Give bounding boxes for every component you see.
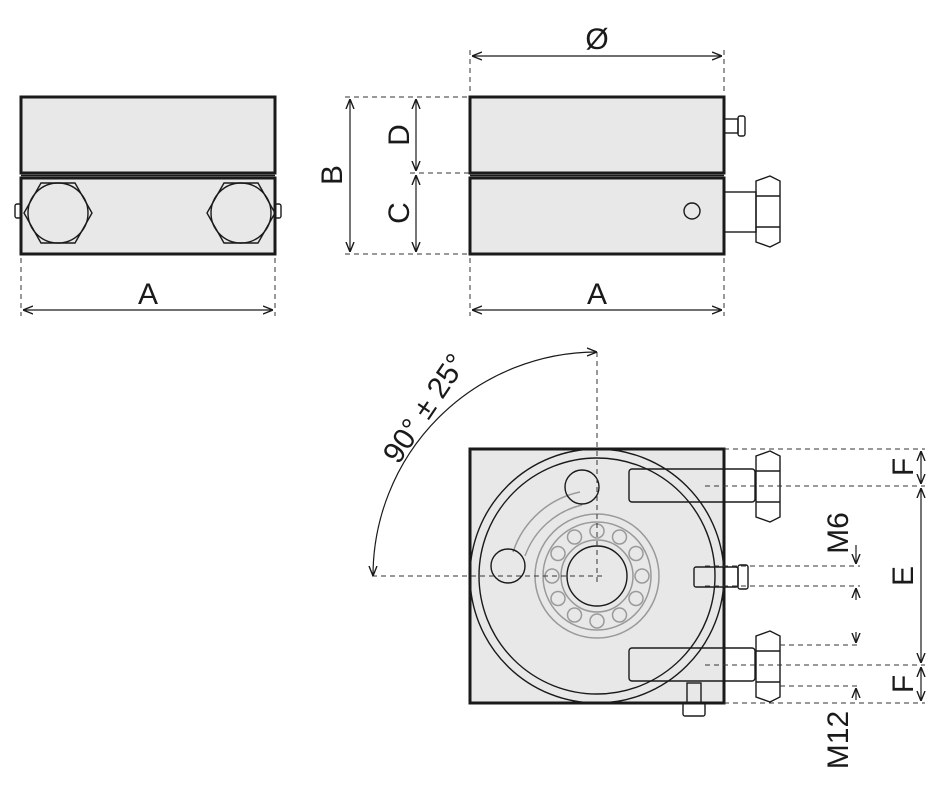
label-e: E	[887, 566, 920, 586]
top-view: 90° ± 25° F E F M6 M12	[372, 348, 925, 769]
dim-arc-angle	[373, 352, 597, 576]
front-bolt-right	[206, 182, 276, 244]
label-f-top: F	[887, 458, 920, 476]
label-a-right: A	[587, 278, 607, 311]
side-bottom-block	[468, 176, 726, 256]
front-right-pin	[274, 203, 282, 219]
side-hole	[683, 202, 701, 220]
label-d: D	[383, 124, 416, 146]
top-m6-fitting	[693, 564, 749, 590]
label-m6: M6	[822, 512, 855, 554]
label-diameter: Ø	[585, 23, 608, 56]
front-bolt-left	[23, 182, 93, 244]
front-left-pin	[14, 203, 22, 219]
side-top-plate	[468, 95, 726, 175]
label-angle: 90° ± 25°	[377, 348, 474, 469]
label-c: C	[383, 202, 416, 224]
top-bottom-pin	[682, 682, 706, 717]
side-grease-nipple	[723, 115, 746, 137]
front-view: A	[14, 95, 282, 316]
label-a-left: A	[138, 278, 158, 311]
side-view: Ø A B D C	[316, 23, 781, 316]
front-top-plate	[19, 95, 277, 175]
label-b: B	[316, 165, 349, 185]
label-f-bottom: F	[887, 675, 920, 693]
side-bolt	[723, 175, 781, 248]
label-m12: M12	[822, 711, 855, 769]
